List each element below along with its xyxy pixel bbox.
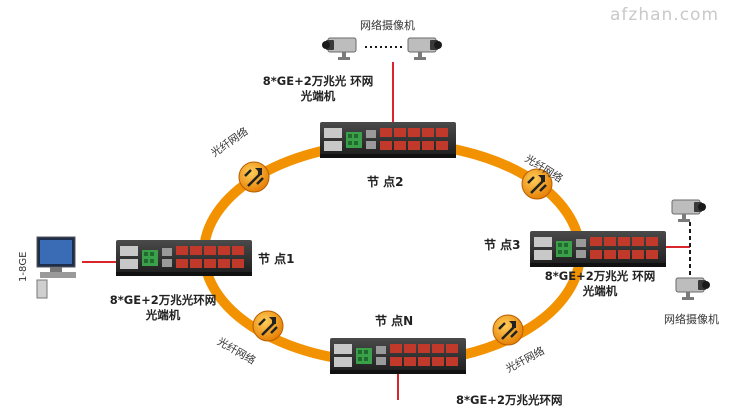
fiber-hub-icon — [237, 160, 271, 194]
node-label-nodeN: 节 点N — [375, 314, 414, 328]
camera-icon — [407, 37, 443, 61]
node-label-node2: 节 点2 — [367, 175, 404, 189]
camera-icon — [675, 277, 711, 301]
device-title-nodeN: 8*GE+2万兆光环网 — [456, 393, 563, 407]
device-node3 — [530, 231, 666, 267]
fiber-hub-icon — [251, 309, 285, 343]
camera-group-label-right: 网络摄像机 — [664, 313, 719, 326]
device-title-line1: 8*GE+2万兆光 环网 — [544, 269, 656, 283]
device-node1 — [116, 240, 252, 276]
device-title-node3: 8*GE+2万兆光 环网 光端机 — [540, 269, 660, 299]
device-title-line1: 8*GE+2万兆光 环网 — [262, 74, 374, 88]
node-label-node1: 节 点1 — [258, 252, 295, 266]
device-node2 — [320, 122, 456, 158]
node-label-node3: 节 点3 — [484, 238, 521, 252]
fiber-hub-icon — [491, 313, 525, 347]
ge-port-label: 1-8GE — [18, 251, 29, 282]
device-title-node1: 8*GE+2万兆光环网 光端机 — [103, 293, 223, 323]
camera-icon — [321, 37, 357, 61]
device-title-line1: 8*GE+2万兆光环网 — [109, 293, 217, 307]
device-title-line2: 光端机 — [145, 308, 181, 322]
watermark-text: afzhan.com — [610, 5, 719, 25]
device-title-line2: 光端机 — [582, 284, 618, 298]
camera-group-label-top: 网络摄像机 — [360, 19, 415, 32]
device-title-node2: 8*GE+2万兆光 环网 光端机 — [258, 74, 378, 104]
computer-icon — [36, 236, 76, 299]
camera-icon — [671, 199, 707, 223]
device-nodeN — [330, 338, 466, 374]
device-title-line2: 光端机 — [300, 89, 336, 103]
